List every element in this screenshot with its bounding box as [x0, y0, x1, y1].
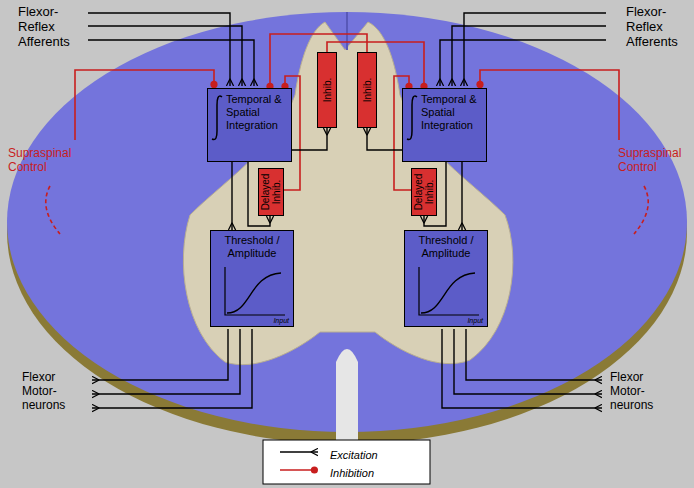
node-title: Inhib.	[322, 55, 333, 125]
threshold-box: Threshold / AmplitudeInput	[404, 230, 488, 327]
anterior-median-fissure	[336, 349, 358, 446]
node-title: Threshold / Amplitude	[211, 231, 293, 260]
afferent-fibres	[88, 13, 606, 86]
afferent-label: Flexor- Reflex Afferents	[18, 4, 84, 49]
inhibitory-interneuron: Inhib.	[357, 52, 377, 128]
inhibitory-interneuron: Inhib.	[317, 52, 337, 128]
delayed-inhibition-box: Delayed Inhib.	[258, 168, 284, 216]
motor-axons	[92, 329, 602, 408]
delayed-inhibition-box: Delayed Inhib.	[411, 168, 437, 216]
legend-text: Excitation	[330, 449, 378, 461]
legend-entry: Excitation	[330, 445, 378, 463]
node-title: Inhib.	[362, 55, 373, 125]
axis-label: Input	[467, 317, 483, 325]
integral-symbol	[208, 89, 226, 149]
motor-neuron-label: Flexor Motor- neurons	[22, 370, 80, 412]
integration-box: Temporal & Spatial Integration	[207, 88, 292, 162]
node-title: Threshold / Amplitude	[405, 231, 487, 260]
node-title: Delayed Inhib.	[413, 171, 435, 213]
motor-neuron-label: Flexor Motor- neurons	[610, 370, 668, 412]
legend-box	[263, 440, 430, 484]
node-title: Temporal & Spatial Integration	[421, 93, 483, 132]
excitatory-connection	[231, 162, 232, 230]
integral-symbol	[403, 89, 421, 149]
node-title: Temporal & Spatial Integration	[226, 93, 288, 132]
excitatory-connection	[461, 162, 462, 230]
legend-text: Inhibition	[330, 467, 374, 479]
threshold-box: Threshold / AmplitudeInput	[210, 230, 294, 327]
excitatory-connection	[367, 128, 402, 150]
afferent-label: Flexor- Reflex Afferents	[626, 4, 692, 49]
legend-entry: Inhibition	[330, 463, 374, 481]
axis-label: Input	[273, 317, 289, 325]
posterior-median-septum	[346, 12, 348, 50]
supraspinal-fibres	[46, 70, 648, 234]
supraspinal-label: Supraspinal Control	[8, 146, 84, 174]
supraspinal-label: Supraspinal Control	[618, 146, 692, 174]
node-title: Delayed Inhib.	[260, 171, 282, 213]
integration-box: Temporal & Spatial Integration	[402, 88, 487, 162]
excitatory-connection	[292, 128, 327, 150]
